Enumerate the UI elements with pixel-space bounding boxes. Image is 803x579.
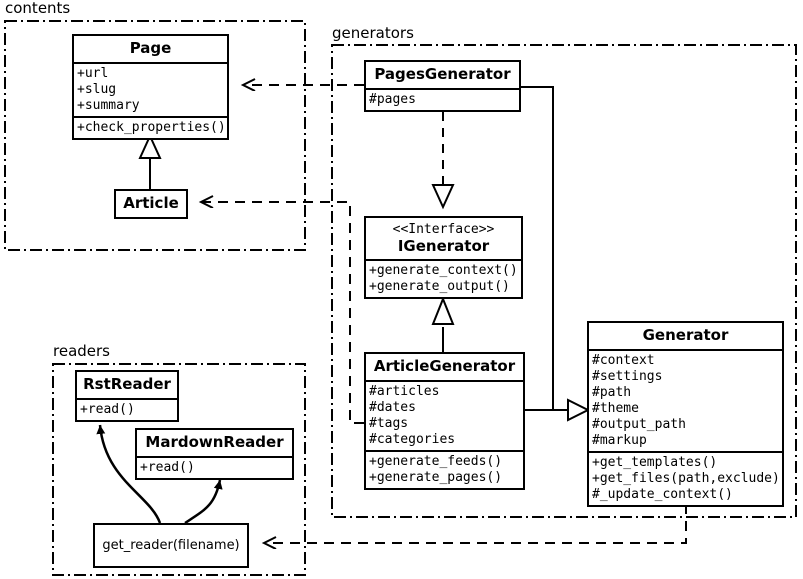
method: +read() xyxy=(140,460,195,475)
class-box-generator[interactable]: Generator #context #settings #path #them… xyxy=(587,321,784,507)
class-name-generator: Generator xyxy=(642,326,729,344)
class-name-article-generator: ArticleGenerator xyxy=(373,357,516,375)
method: +get_files(path,exclude) xyxy=(592,471,780,486)
class-box-igenerator[interactable]: <<Interface>> IGenerator +generate_conte… xyxy=(364,216,523,299)
attribute: +url xyxy=(77,66,109,81)
class-methods-article-generator: +generate_feeds() +generate_pages() xyxy=(366,450,523,488)
method: +read() xyxy=(80,402,135,417)
readers-package-label: readers xyxy=(52,342,112,360)
attribute: +summary xyxy=(77,98,140,113)
method: +generate_pages() xyxy=(369,470,503,485)
class-box-article[interactable]: Article xyxy=(114,189,188,219)
class-attributes-page: +url +slug +summary xyxy=(74,62,227,116)
class-methods-page: +check_properties() xyxy=(74,116,227,138)
relation-get-reader-returns-mardownreader xyxy=(184,479,223,525)
class-name-article: Article xyxy=(123,194,179,212)
attribute: #tags xyxy=(369,416,409,431)
method: +generate_context() xyxy=(369,263,518,278)
relation-articlegenerator-uses-article xyxy=(201,202,364,424)
attribute: #context xyxy=(592,353,655,368)
attribute: #path xyxy=(592,385,632,400)
method: +get_templates() xyxy=(592,455,718,470)
relation-article-extends-page xyxy=(138,133,162,190)
attribute: #theme xyxy=(592,401,639,416)
method: +check_properties() xyxy=(77,120,226,135)
class-box-rst-reader[interactable]: RstReader +read() xyxy=(75,370,179,422)
attribute: #categories xyxy=(369,432,456,447)
function-name-get-reader: get_reader(filename) xyxy=(102,538,240,553)
class-attributes-article-generator: #articles #dates #tags #categories xyxy=(366,380,523,450)
attribute: #articles xyxy=(369,384,440,399)
class-box-mardown-reader[interactable]: MardownReader +read() xyxy=(135,428,294,480)
method: +generate_output() xyxy=(369,279,510,294)
class-methods-rst-reader: +read() xyxy=(77,398,177,420)
class-methods-igenerator: +generate_context() +generate_output() xyxy=(366,259,521,297)
class-name-mardown-reader: MardownReader xyxy=(145,433,284,451)
class-name-pages-generator: PagesGenerator xyxy=(374,65,511,83)
contents-package-label: contents xyxy=(4,0,73,17)
attribute: #output_path xyxy=(592,417,686,432)
class-attributes-generator: #context #settings #path #theme #output_… xyxy=(589,349,782,451)
class-attributes-pages-generator: #pages xyxy=(366,88,519,110)
relation-pagesgenerator-realizes-igenerator xyxy=(431,112,455,210)
class-box-page[interactable]: Page +url +slug +summary +check_properti… xyxy=(72,34,229,140)
relation-generator-uses-get-reader xyxy=(264,504,687,543)
method: +generate_feeds() xyxy=(369,454,503,469)
attribute: #dates xyxy=(369,400,416,415)
class-name-rst-reader: RstReader xyxy=(83,375,171,393)
class-name-page: Page xyxy=(129,39,172,57)
generators-package-label: generators xyxy=(331,24,416,42)
class-box-pages-generator[interactable]: PagesGenerator #pages xyxy=(364,60,521,112)
class-box-article-generator[interactable]: ArticleGenerator #articles #dates #tags … xyxy=(364,352,525,490)
attribute: #pages xyxy=(369,92,416,107)
class-methods-generator: +get_templates() +get_files(path,exclude… xyxy=(589,451,782,505)
relation-articlegenerator-realizes-igenerator xyxy=(431,296,455,352)
relation-articlegenerator-extends-generator xyxy=(525,398,591,422)
class-stereotype-igenerator: <<Interface>> xyxy=(392,222,495,237)
relation-pagesgenerator-extends-generator xyxy=(520,86,568,411)
class-name-igenerator: IGenerator xyxy=(397,237,490,255)
class-methods-mardown-reader: +read() xyxy=(137,456,292,478)
attribute: +slug xyxy=(77,82,117,97)
attribute: #settings xyxy=(592,369,663,384)
function-box-get-reader[interactable]: get_reader(filename) xyxy=(93,523,249,568)
method: #_update_context() xyxy=(592,487,733,502)
attribute: #markup xyxy=(592,433,647,448)
